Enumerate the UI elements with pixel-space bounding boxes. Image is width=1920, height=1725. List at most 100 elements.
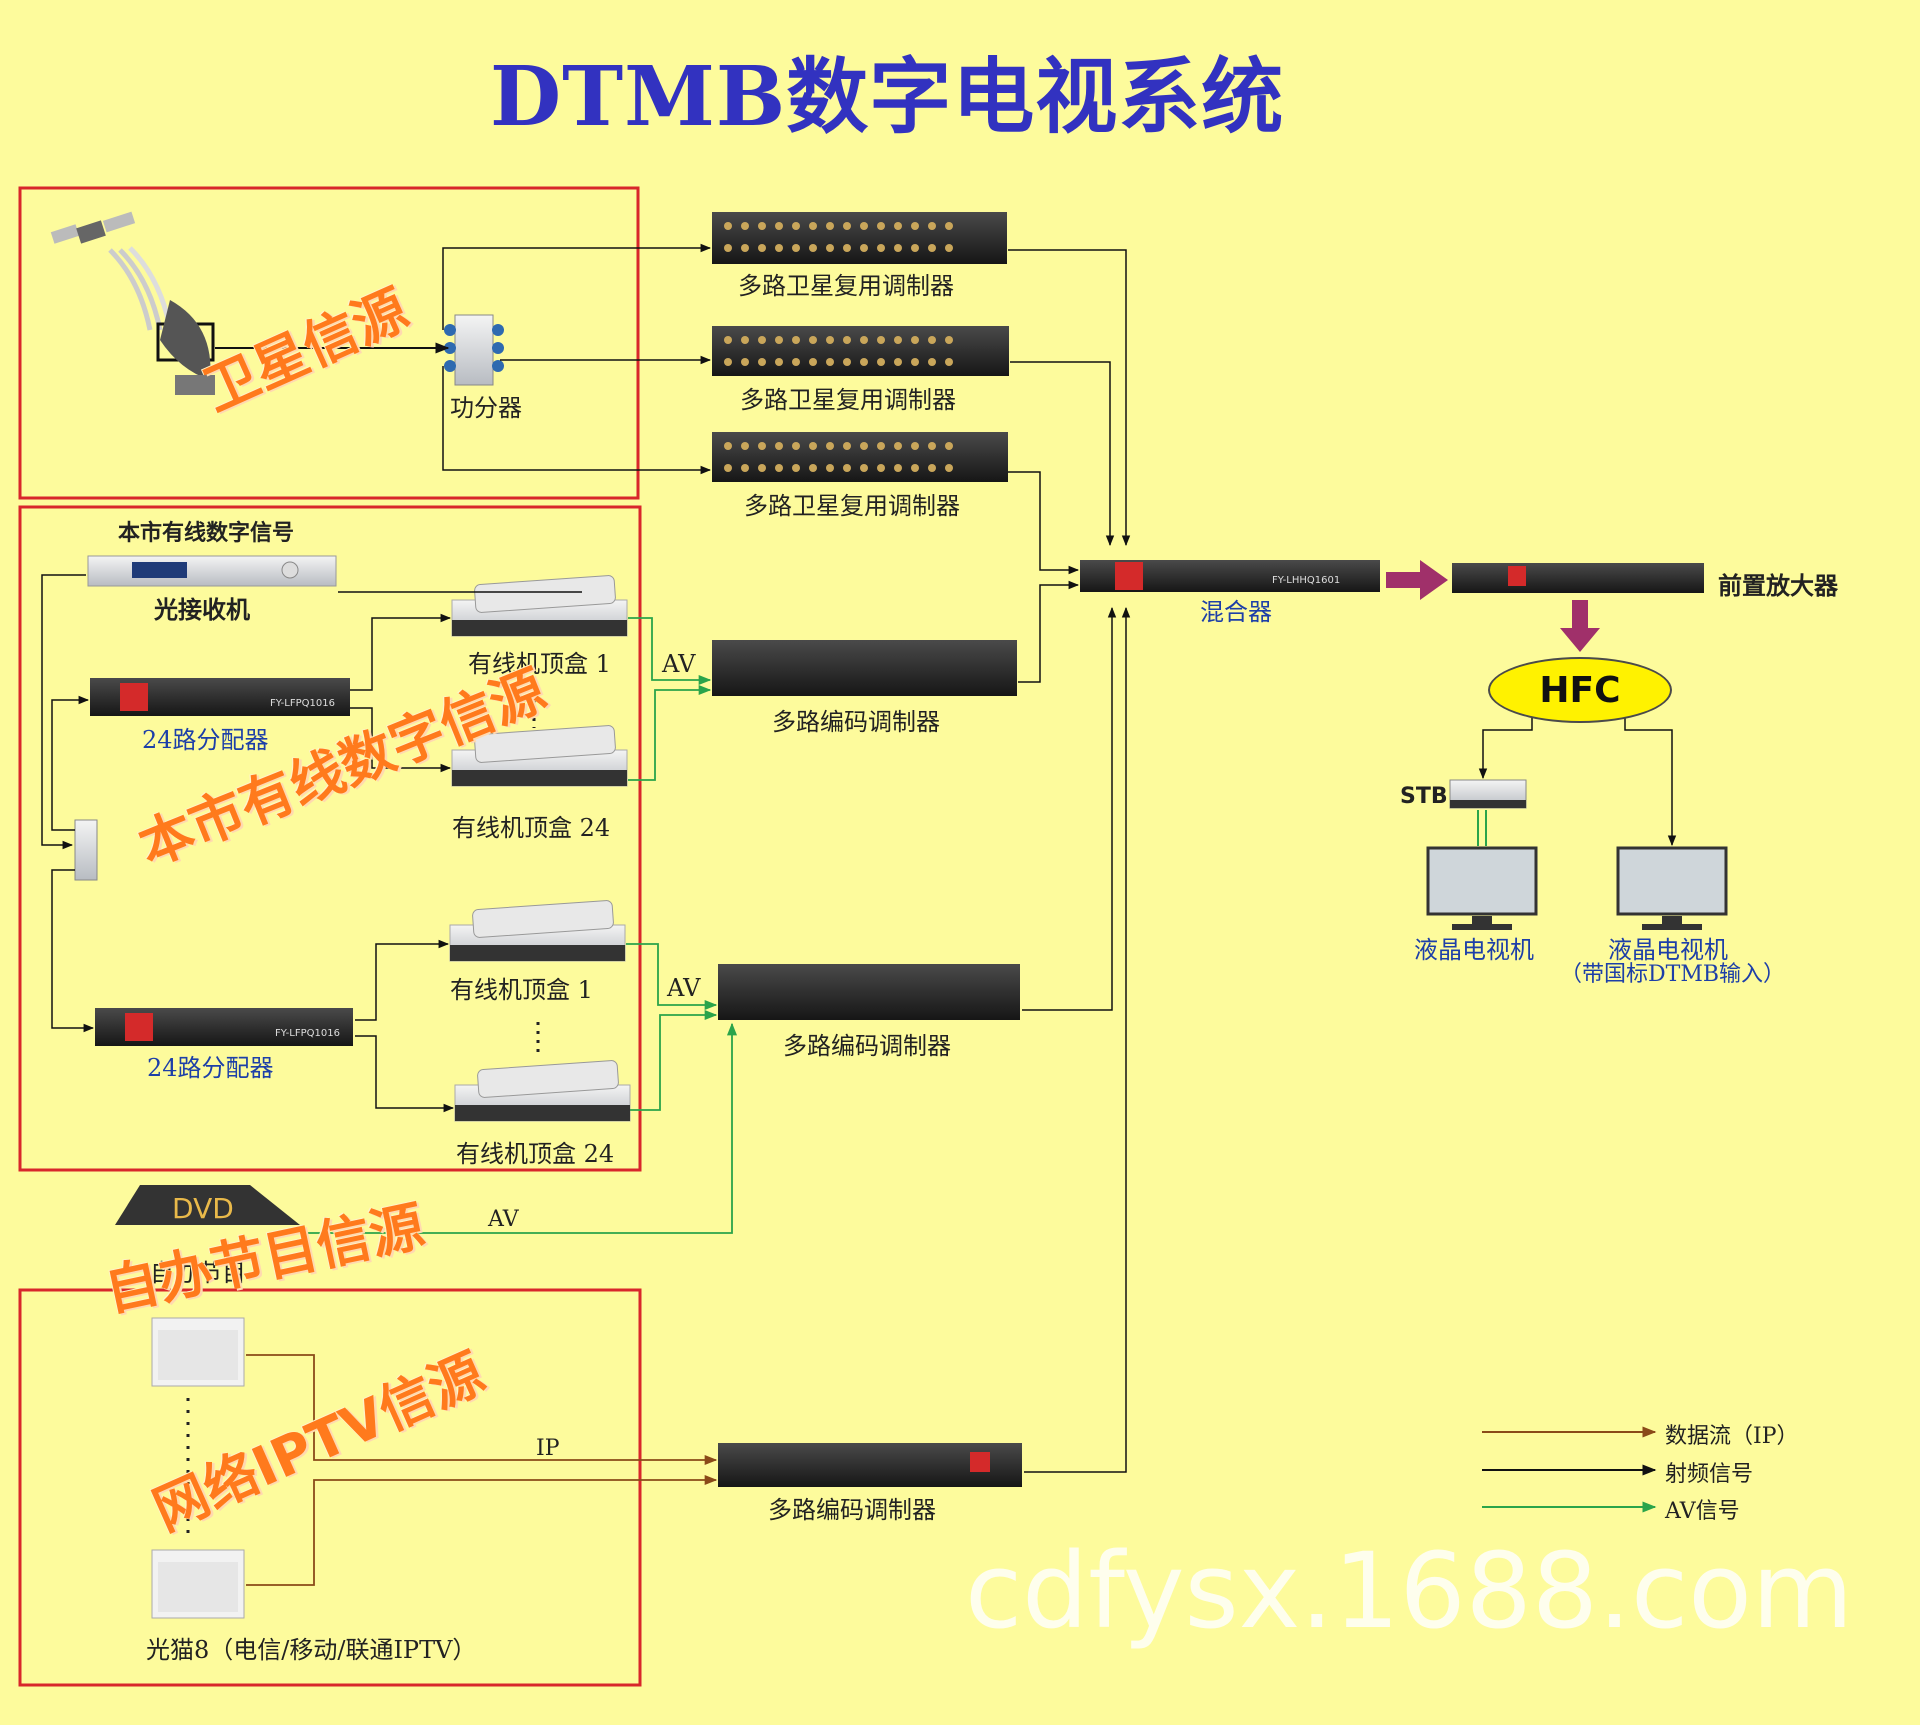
connector-dot xyxy=(826,464,834,472)
stb-b24-label: 有线机顶盒 24 xyxy=(456,1140,615,1168)
rf-enc2-to-mixer xyxy=(1022,606,1117,1011)
ip-label: IP xyxy=(536,1436,560,1461)
connector-dot xyxy=(826,336,834,344)
distributor-b-device: FY-LFPQ1016 xyxy=(95,1008,353,1046)
rf-optical-to-splitter xyxy=(41,574,86,850)
dist-a-label: 24路分配器 xyxy=(142,726,269,754)
connector-dot xyxy=(911,222,919,230)
connector-dot xyxy=(809,222,817,230)
av-label-2: AV xyxy=(667,974,701,1002)
connector-dot xyxy=(826,244,834,252)
encoder-modulator-1-device xyxy=(712,640,1017,696)
sat-modulator-3-device xyxy=(712,432,1008,482)
connector-dot xyxy=(792,222,800,230)
rf-splitter-to-dist-b xyxy=(51,869,95,1033)
stb-b24-device xyxy=(454,1060,631,1122)
connector-dot xyxy=(945,244,953,252)
encoder-modulator-2-device xyxy=(718,964,1020,1020)
dvd-label: DVD xyxy=(172,1192,234,1225)
lcd-tv-device xyxy=(1426,846,1538,930)
connector-dot xyxy=(928,336,936,344)
connector-dot xyxy=(741,358,749,366)
connector-dot xyxy=(911,244,919,252)
connector-dot xyxy=(945,336,953,344)
rf-dist-a-to-stb24 xyxy=(350,707,452,773)
splitter-icon xyxy=(444,314,504,386)
connector-dot xyxy=(911,358,919,366)
connector-dot xyxy=(860,464,868,472)
connector-dot xyxy=(826,442,834,450)
connector-dot xyxy=(843,244,851,252)
connector-dot xyxy=(860,336,868,344)
rf-mod3-to-mixer xyxy=(1008,471,1080,575)
sat-mod-1-label: 多路卫星复用调制器 xyxy=(738,272,954,300)
onu-bottom-device xyxy=(151,1549,245,1619)
pre-amp-label: 前置放大器 xyxy=(1718,572,1838,600)
connector-dot xyxy=(741,222,749,230)
connector-dot xyxy=(775,222,783,230)
connector-dot xyxy=(860,222,868,230)
onu-label: 光猫8（电信/移动/联通IPTV） xyxy=(146,1636,477,1664)
connector-dot xyxy=(724,336,732,344)
connector-dot xyxy=(928,244,936,252)
rf-enc1-to-mixer xyxy=(1018,580,1080,683)
connector-dot xyxy=(928,442,936,450)
connector-dot xyxy=(860,244,868,252)
distributor-a-model: FY-LFPQ1016 xyxy=(270,698,335,709)
hfc-node: HFC xyxy=(1488,657,1672,723)
distributor-b-model: FY-LFPQ1016 xyxy=(275,1028,340,1039)
enc-mod-3-label: 多路编码调制器 xyxy=(768,1496,936,1524)
connector-dot xyxy=(843,222,851,230)
connector-dot xyxy=(843,358,851,366)
rf-dist-b-to-stb1 xyxy=(355,939,450,1021)
optical-receiver-label: 光接收机 xyxy=(154,596,250,624)
stb-a1-device xyxy=(451,575,628,637)
connector-dot xyxy=(741,336,749,344)
connector-dot xyxy=(758,222,766,230)
connector-dot xyxy=(724,464,732,472)
rf-mod2-to-mixer xyxy=(1010,361,1115,547)
connector-dot xyxy=(724,222,732,230)
connector-dot xyxy=(741,442,749,450)
stb-a24-device xyxy=(451,725,628,787)
satellite-frame xyxy=(18,186,640,500)
av-dvd-to-enc2 xyxy=(300,1022,738,1234)
rf-mod1-to-mixer xyxy=(1008,249,1131,547)
optical-receiver-device xyxy=(87,555,337,587)
connector-dot xyxy=(758,358,766,366)
connector-dot xyxy=(775,244,783,252)
connector-dot xyxy=(724,244,732,252)
ip-onu-bottom-to-enc3 xyxy=(246,1474,718,1586)
pre-amp-device xyxy=(1452,563,1704,593)
connector-dot xyxy=(809,336,817,344)
stb-label: STB xyxy=(1400,784,1448,809)
rf-enc3-to-mixer xyxy=(1024,606,1131,1473)
connector-dot xyxy=(809,244,817,252)
rf-hfc-to-tv xyxy=(1624,718,1677,847)
connector-dot xyxy=(724,358,732,366)
connector-dot xyxy=(843,336,851,344)
connector-dot xyxy=(928,464,936,472)
mixer-model: FY-LHHQ1601 xyxy=(1272,575,1340,586)
av-stb-b1-to-enc2 xyxy=(626,943,718,1011)
av-stb-a24-to-enc1 xyxy=(628,684,712,781)
connector-dot xyxy=(860,442,868,450)
legend-ip-label: 数据流（IP） xyxy=(1665,1424,1799,1449)
connector-dot xyxy=(911,336,919,344)
rf-splitter-to-mod1 xyxy=(442,243,712,330)
connector-dot xyxy=(741,464,749,472)
dist-b-label: 24路分配器 xyxy=(147,1054,274,1082)
connector-dot xyxy=(741,244,749,252)
connector-dot xyxy=(809,358,817,366)
mixer-to-amp-arrow xyxy=(1386,560,1448,600)
connector-dot xyxy=(877,336,885,344)
sat-modulator-1-device xyxy=(712,212,1007,264)
connector-dot xyxy=(894,222,902,230)
mixer-device: FY-LHHQ1601 xyxy=(1080,560,1380,592)
enc-mod-2-label: 多路编码调制器 xyxy=(783,1032,951,1060)
connector-dot xyxy=(911,464,919,472)
connector-dot xyxy=(928,358,936,366)
rf-hfc-to-stb xyxy=(1478,718,1533,780)
